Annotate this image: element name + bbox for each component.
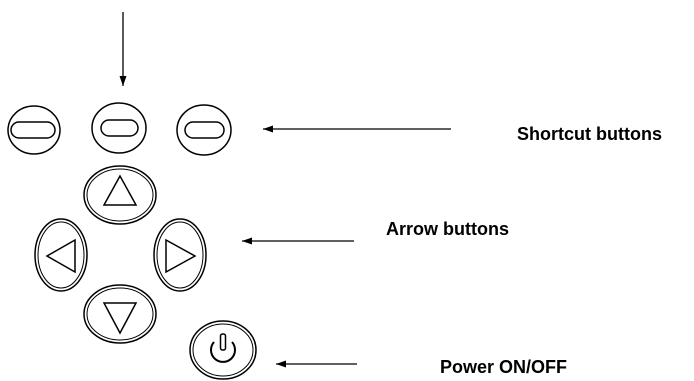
arrow-button-right[interactable] [153, 218, 207, 292]
power-icon [210, 333, 236, 363]
arrow-buttons-label: Arrow buttons [386, 219, 509, 239]
right-triangle-icon [165, 238, 197, 274]
shortcut-button-left[interactable] [7, 105, 61, 155]
up-triangle-icon [102, 174, 138, 206]
shortcut-buttons-label: Shortcut buttons [517, 124, 662, 144]
arrow-button-up[interactable] [83, 165, 157, 225]
down-triangle-icon [102, 302, 138, 335]
arrow-button-left[interactable] [34, 218, 88, 292]
left-triangle-icon [45, 238, 76, 274]
arrow-button-down[interactable] [83, 284, 157, 344]
power-button[interactable] [189, 320, 257, 380]
shortcut-button-right[interactable] [176, 104, 232, 156]
shortcut-button-middle[interactable] [91, 102, 147, 154]
power-label: Power ON/OFF [440, 357, 568, 377]
